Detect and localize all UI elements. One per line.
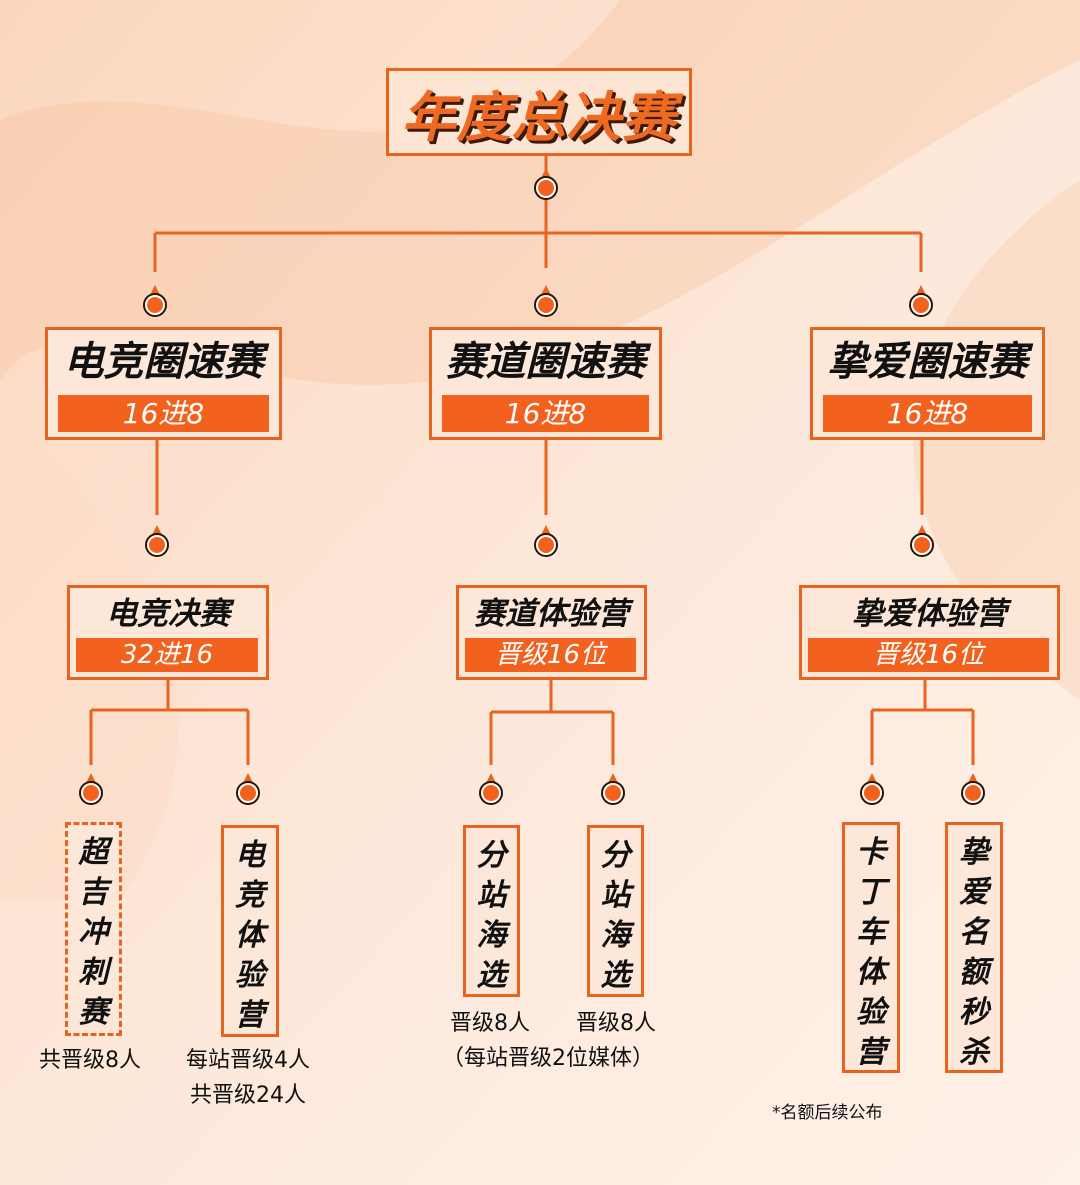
leaf-station-audition-2: 分站海选: [587, 825, 644, 997]
connector-node-dot: [534, 168, 558, 200]
footnote: *名额后续公布: [772, 1103, 883, 1123]
leaf-caption: 晋级8人: [450, 1011, 530, 1036]
node-subtitle: 32进16: [76, 638, 258, 672]
node-track-experience-camp: 赛道体验营 晋级16位: [456, 585, 647, 680]
leaf-caption: 共晋级8人: [39, 1048, 141, 1073]
leaf-caption: （每站晋级2位媒体）: [442, 1046, 654, 1071]
node-subtitle: 晋级16位: [808, 638, 1049, 672]
leaf-caption: 每站晋级4人: [186, 1048, 310, 1073]
leaf-text: 分站海选: [476, 838, 507, 993]
leaf-text: 卡丁车体验营: [856, 835, 886, 1070]
connector-node-dot: [909, 285, 933, 317]
page-title: 年度总决赛: [401, 85, 677, 149]
connector-node-dot: [79, 773, 103, 805]
leaf-caption: 共晋级24人: [190, 1083, 306, 1108]
node-esports-final: 电竞决赛 32进16: [67, 585, 269, 680]
node-favorite-experience-camp: 挚爱体验营 晋级16位: [799, 585, 1060, 680]
node-subtitle: 晋级16位: [465, 638, 636, 672]
node-title: 挚爱圈速赛: [827, 339, 1028, 385]
connector-node-dot: [601, 773, 625, 805]
leaf-text: 分站海选: [600, 838, 631, 993]
node-title: 赛道体验营: [474, 596, 629, 632]
node-subtitle: 16进8: [58, 395, 269, 432]
leaf-text: 电竞体验营: [235, 838, 265, 1033]
connector-node-dot: [236, 773, 260, 805]
leaf-text: 超吉冲刺赛: [78, 835, 109, 1030]
node-title: 赛道圈速赛: [445, 339, 646, 385]
final-title-box: 年度总决赛: [386, 68, 692, 156]
connector-node-dot: [534, 525, 558, 557]
node-title: 挚爱体验营: [852, 596, 1007, 632]
node-track-lap-race: 赛道圈速赛 16进8: [429, 327, 662, 440]
leaf-text: 挚爱名额秒杀: [959, 835, 989, 1070]
node-favorite-lap-race: 挚爱圈速赛 16进8: [810, 327, 1045, 440]
leaf-super-sprint-race: 超吉冲刺赛: [65, 822, 122, 1036]
connector-node-dot: [143, 285, 167, 317]
connector-node-dot: [479, 773, 503, 805]
node-subtitle: 16进8: [823, 395, 1032, 432]
connector-node-dot: [534, 285, 558, 317]
node-esports-lap-race: 电竞圈速赛 16进8: [45, 327, 282, 440]
node-subtitle: 16进8: [442, 395, 649, 432]
leaf-station-audition-1: 分站海选: [463, 825, 520, 997]
connector-node-dot: [145, 525, 169, 557]
node-title: 电竞圈速赛: [63, 339, 264, 385]
connector-node-dot: [961, 773, 985, 805]
connector-node-dot: [910, 525, 934, 557]
leaf-favorite-quota-flash-sale: 挚爱名额秒杀: [945, 822, 1003, 1073]
leaf-kart-experience-camp: 卡丁车体验营: [842, 822, 900, 1073]
leaf-esports-experience-camp: 电竞体验营: [221, 825, 279, 1037]
leaf-caption: 晋级8人: [576, 1011, 656, 1036]
connector-node-dot: [860, 773, 884, 805]
node-title: 电竞决赛: [106, 596, 230, 632]
